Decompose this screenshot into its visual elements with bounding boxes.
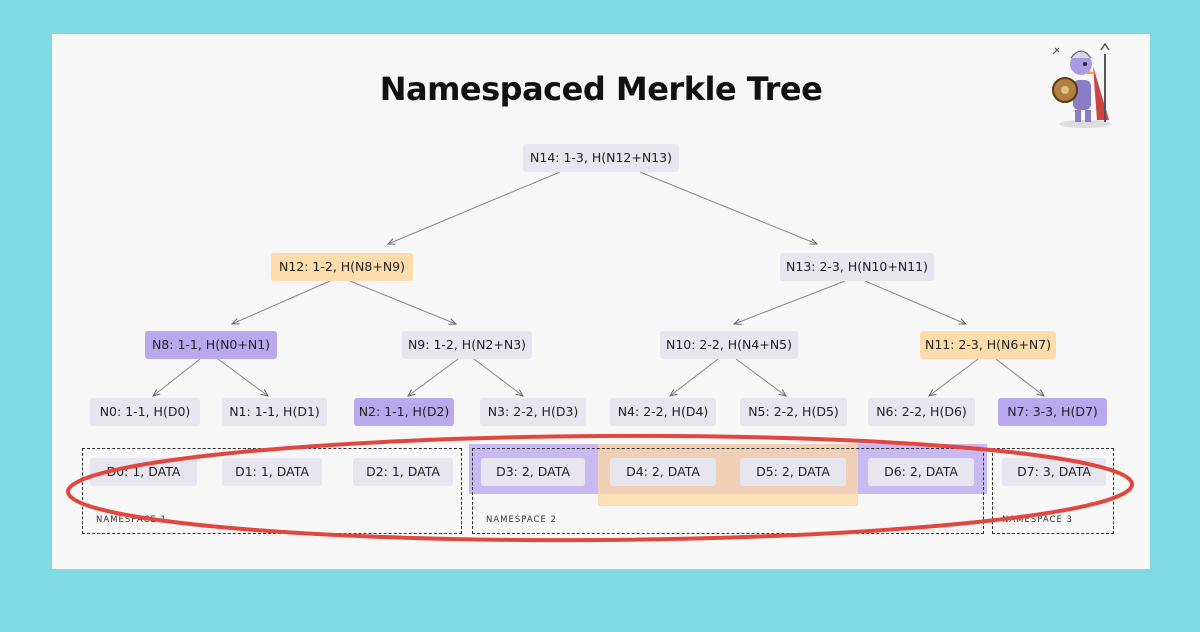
data-d2: D2: 1, DATA xyxy=(353,458,453,486)
edge-n13-n10 xyxy=(734,280,846,324)
node-n13: N13: 2-3, H(N10+N11) xyxy=(780,253,934,281)
node-n11: N11: 2-3, H(N6+N7) xyxy=(920,331,1056,359)
node-n12: N12: 1-2, H(N8+N9) xyxy=(271,253,413,281)
edge-n8-n0 xyxy=(153,358,201,396)
node-n4: N4: 2-2, H(D4) xyxy=(610,398,716,426)
namespace-2-label: NAMESPACE 2 xyxy=(486,515,557,525)
edge-n12-n8 xyxy=(232,280,331,324)
namespace-1-label: NAMESPACE 1 xyxy=(96,515,167,525)
data-d4: D4: 2, DATA xyxy=(610,458,716,486)
node-n8: N8: 1-1, H(N0+N1) xyxy=(145,331,277,359)
node-n10: N10: 2-2, H(N4+N5) xyxy=(660,331,798,359)
data-d0: D0: 1, DATA xyxy=(90,458,197,486)
edge-n11-n7 xyxy=(995,358,1044,396)
edge-n10-n4 xyxy=(670,358,719,396)
node-n7: N7: 3-3, H(D7) xyxy=(998,398,1107,426)
node-n5: N5: 2-2, H(D5) xyxy=(740,398,847,426)
node-n6: N6: 2-2, H(D6) xyxy=(868,398,975,426)
node-n1: N1: 1-1, H(D1) xyxy=(222,398,327,426)
warrior-mascot-icon xyxy=(1052,42,1111,128)
node-n3: N3: 2-2, H(D3) xyxy=(480,398,586,426)
data-d1: D1: 1, DATA xyxy=(222,458,322,486)
diagram-title: Namespaced Merkle Tree xyxy=(379,70,823,108)
edge-n14-n12 xyxy=(388,171,561,244)
edge-n9-n3 xyxy=(473,358,523,396)
edge-n13-n11 xyxy=(864,280,966,324)
node-n0: N0: 1-1, H(D0) xyxy=(90,398,200,426)
edge-n9-n2 xyxy=(408,358,459,396)
data-d6: D6: 2, DATA xyxy=(868,458,974,486)
edge-n10-n5 xyxy=(735,358,786,396)
data-d5: D5: 2, DATA xyxy=(740,458,846,486)
data-d3: D3: 2, DATA xyxy=(481,458,585,486)
edge-n14-n13 xyxy=(639,171,817,244)
namespace-3-label: NAMESPACE 3 xyxy=(1002,515,1073,525)
edge-n12-n9 xyxy=(349,280,456,324)
node-n9: N9: 1-2, H(N2+N3) xyxy=(402,331,532,359)
edge-n11-n6 xyxy=(929,358,979,396)
edge-n8-n1 xyxy=(217,358,268,396)
node-n14: N14: 1-3, H(N12+N13) xyxy=(523,144,679,172)
data-d7: D7: 3, DATA xyxy=(1002,458,1106,486)
node-n2: N2: 1-1, H(D2) xyxy=(354,398,454,426)
